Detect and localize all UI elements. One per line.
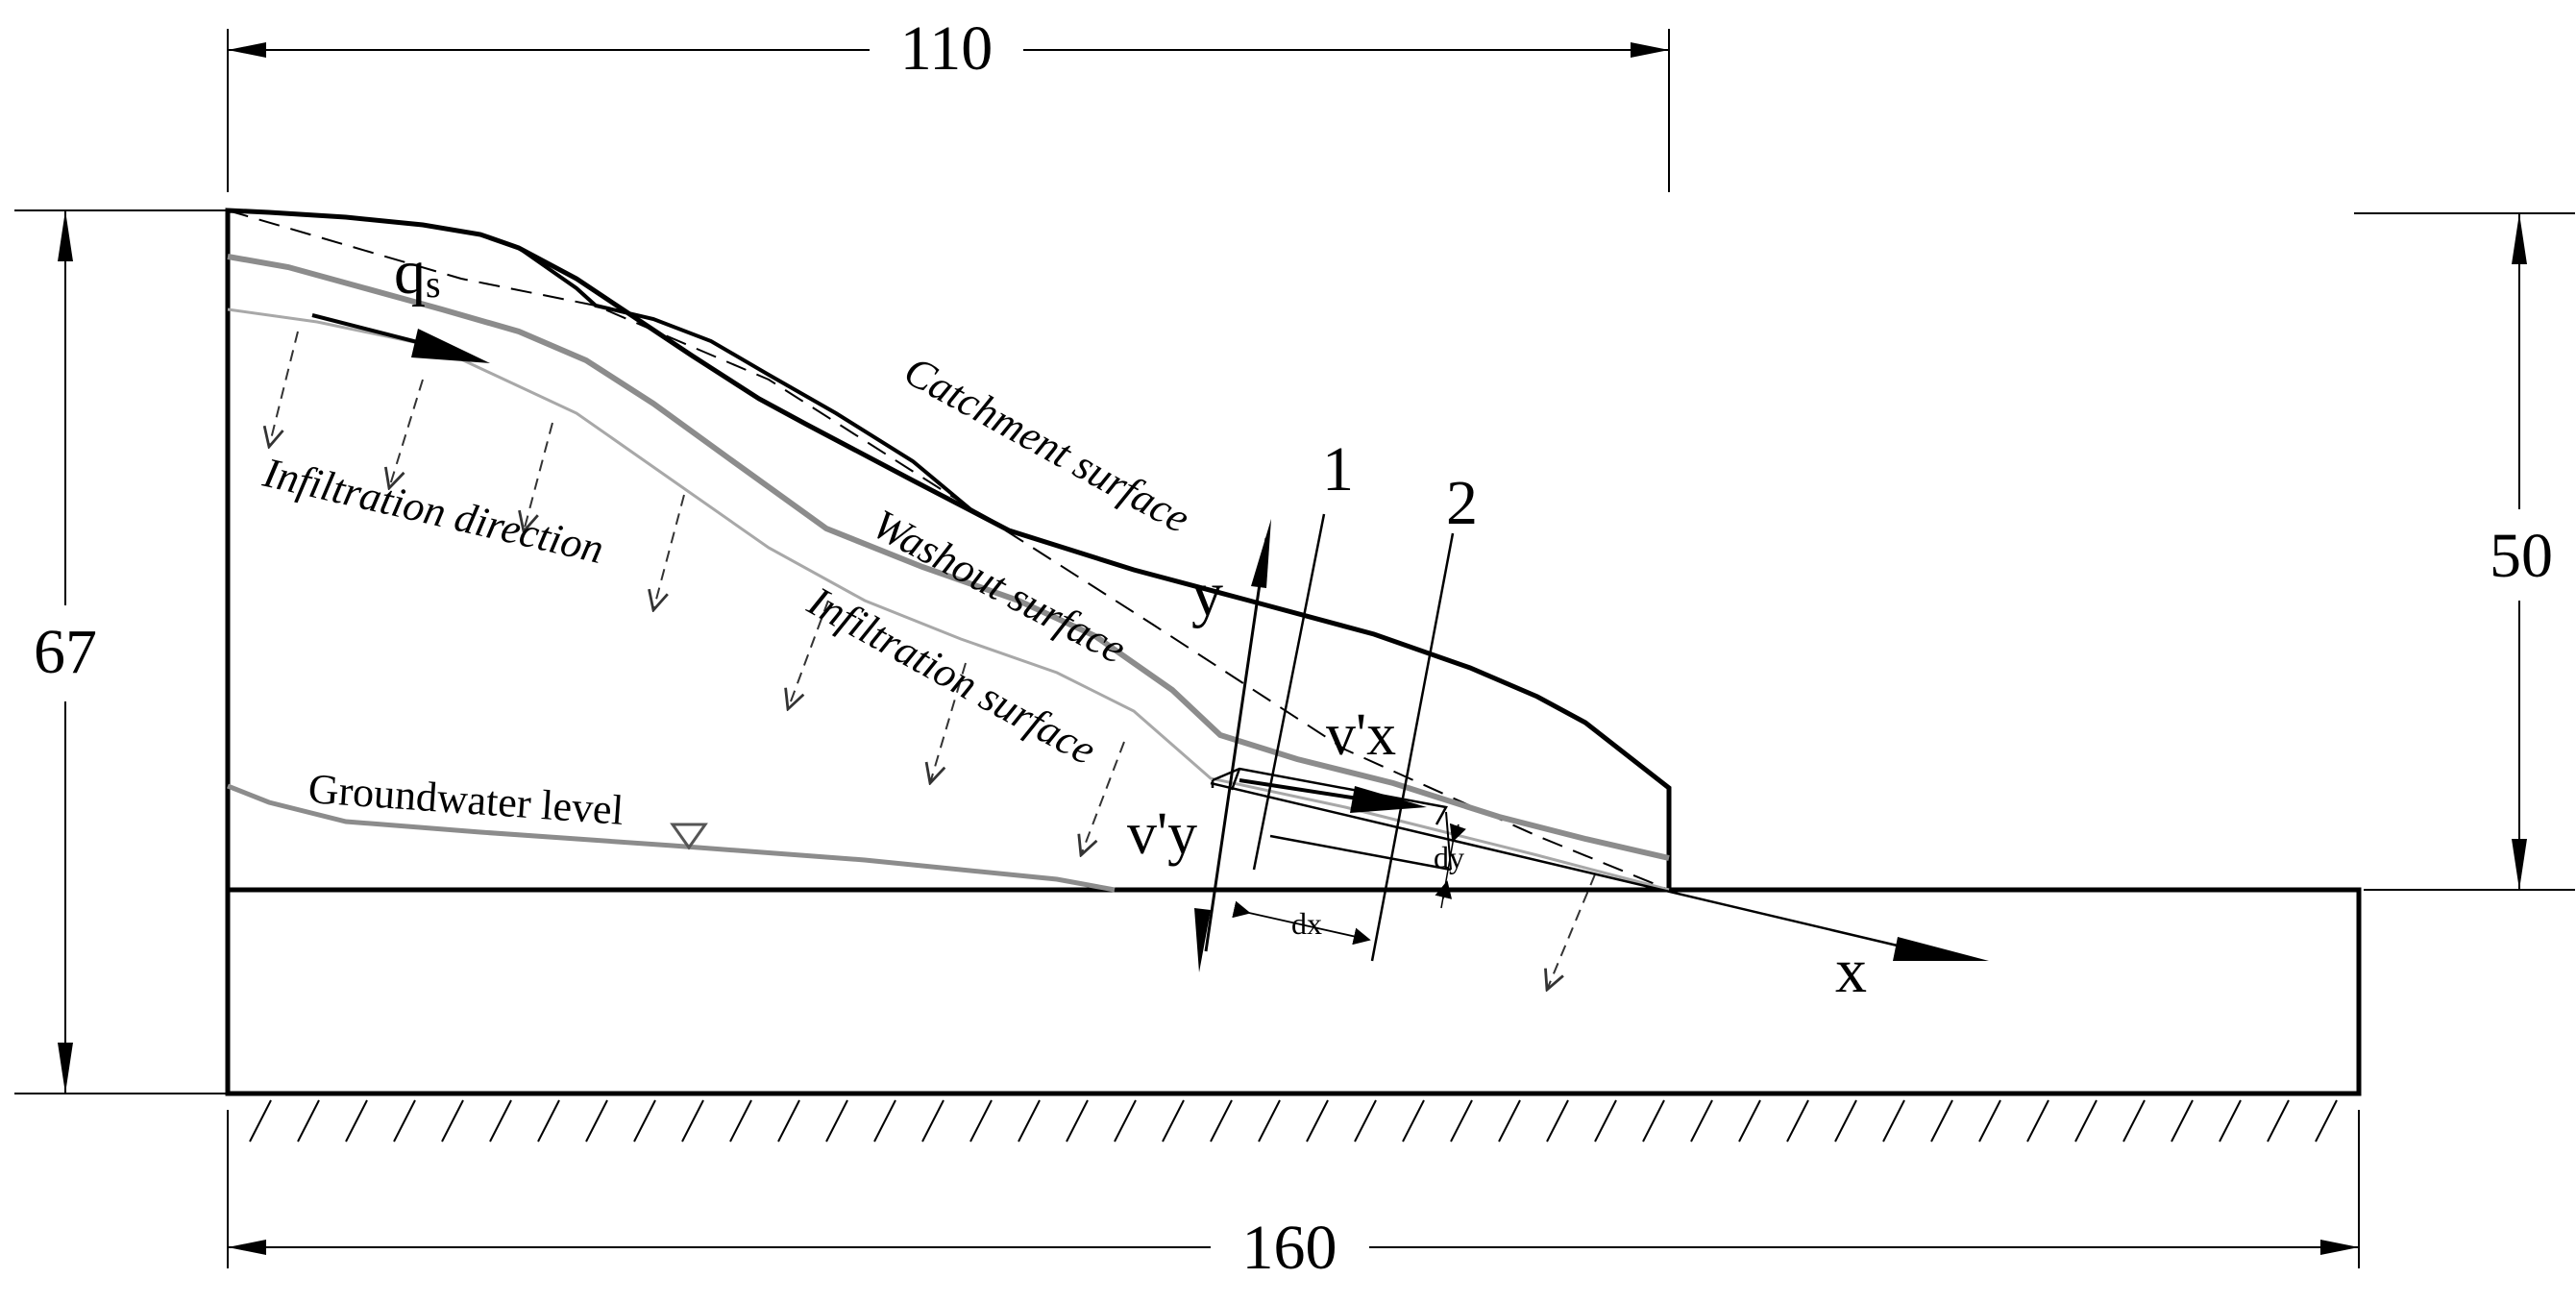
vy-label: v'y [1127, 801, 1197, 867]
ground-hatch-line [393, 1099, 416, 1143]
ground-hatch-line [2267, 1099, 2290, 1143]
infiltration-arrow [389, 379, 424, 488]
groundwater-symbol-icon [670, 823, 708, 850]
y-axis-line [1204, 537, 1268, 952]
x-axis-arrowhead-icon [1893, 937, 1989, 961]
ground-hatch-line [2219, 1099, 2242, 1143]
dy-extension-line [1440, 825, 1457, 909]
vx-label: v'x [1326, 702, 1396, 768]
ground-hatch-line [1546, 1099, 1569, 1143]
ground-hatch-line [1786, 1099, 1809, 1143]
infiltration-arrow [269, 331, 299, 447]
ground-hatch-line [1978, 1099, 2001, 1143]
ground-hatch-line [1834, 1099, 1857, 1143]
x-axis-label: x [1835, 936, 1867, 1006]
ground-hatch-line [1642, 1099, 1665, 1143]
ground-hatching [249, 1099, 2338, 1143]
original-slope-dashed [227, 209, 1670, 891]
ground-hatch-line [873, 1099, 896, 1143]
infiltration-arrows [269, 331, 1596, 990]
ground-hatch-line [489, 1099, 512, 1143]
ground-hatch-line [1930, 1099, 1953, 1143]
ground-hatch-line [297, 1099, 320, 1143]
ground-hatch-line [1306, 1099, 1329, 1143]
ground-hatch-line [345, 1099, 368, 1143]
dimension-bottom-160: 160 [227, 1110, 2360, 1283]
ground-hatch-line [1498, 1099, 1521, 1143]
section-line-2 [1370, 532, 1455, 962]
dx-label: dx [1291, 906, 1322, 941]
slope-body-outline [225, 208, 1672, 890]
ground-hatch-line [1354, 1099, 1377, 1143]
washout-surface-line [227, 254, 1670, 861]
ground-hatch-line [681, 1099, 704, 1143]
x-axis-line [1210, 781, 1923, 953]
ground-hatch-line [537, 1099, 560, 1143]
dimension-top-110: 110 [227, 13, 1670, 192]
qs-arrowhead-icon [411, 329, 490, 363]
element-lower-edge [1269, 834, 1452, 872]
dimension-right-50: 50 [2354, 212, 2575, 891]
y-axis-label: y [1191, 559, 1223, 629]
ground-hatch-line [1738, 1099, 1761, 1143]
ground-hatch-line [2122, 1099, 2146, 1143]
section-1-label: 1 [1322, 434, 1354, 504]
ground-hatch-line [1402, 1099, 1425, 1143]
infiltration-arrow [1081, 741, 1125, 855]
base-block [225, 887, 2362, 1096]
dimension-label-67: 67 [34, 617, 97, 687]
ground-hatch-line [633, 1099, 656, 1143]
ground-hatch-line [2026, 1099, 2049, 1143]
infiltration-arrow [1547, 873, 1596, 990]
y-axis-arrowhead-icon [1251, 519, 1271, 588]
ground-hatch-line [777, 1099, 800, 1143]
ground-hatch-line [729, 1099, 752, 1143]
dimension-label-110: 110 [900, 13, 994, 84]
y-axis-lower-arrowhead-icon [1194, 908, 1211, 972]
infiltration-arrow [653, 494, 685, 610]
ground-hatch-line [1690, 1099, 1713, 1143]
qs-flow-arrow [311, 313, 433, 348]
ground-hatch-line [1258, 1099, 1281, 1143]
catchment-surface-curve [517, 246, 1010, 532]
ground-hatch-line [1594, 1099, 1617, 1143]
infiltration-surface-line [227, 307, 1670, 892]
ground-hatch-line [1066, 1099, 1089, 1143]
ground-hatch-line [1162, 1099, 1185, 1143]
ground-hatch-line [1882, 1099, 1905, 1143]
section-line-1 [1252, 513, 1326, 871]
vx-arrowhead-icon [1350, 786, 1427, 813]
qs-label: qs [394, 237, 441, 307]
section-2-label: 2 [1446, 468, 1478, 538]
ground-hatch-line [585, 1099, 608, 1143]
dimension-label-50: 50 [2490, 521, 2553, 591]
ground-hatch-line [2171, 1099, 2194, 1143]
ground-hatch-line [2315, 1099, 2338, 1143]
element-box [1211, 767, 1448, 825]
ground-hatch-line [441, 1099, 464, 1143]
dimension-label-160: 160 [1242, 1213, 1337, 1283]
ground-hatch-line [1114, 1099, 1137, 1143]
dy-label: dy [1434, 840, 1464, 874]
infiltration-arrow [930, 662, 967, 783]
ground-hatch-line [1210, 1099, 1233, 1143]
catchment-surface-label: Catchment surface [896, 347, 1197, 542]
dimension-left-67: 67 [14, 209, 228, 1094]
infiltration-arrow [788, 600, 829, 709]
dx-dimension-line [1232, 900, 1371, 946]
vx-arrow-line [1239, 778, 1365, 801]
ground-hatch-line [969, 1099, 993, 1143]
ground-hatch-line [1450, 1099, 1473, 1143]
ground-hatch-line [1018, 1099, 1041, 1143]
ground-hatch-line [921, 1099, 945, 1143]
infiltration-direction-label: Infiltration direction [258, 449, 608, 573]
groundwater-level-line [227, 783, 1116, 893]
ground-hatch-line [249, 1099, 272, 1143]
ground-hatch-line [825, 1099, 848, 1143]
ground-hatch-line [2074, 1099, 2098, 1143]
